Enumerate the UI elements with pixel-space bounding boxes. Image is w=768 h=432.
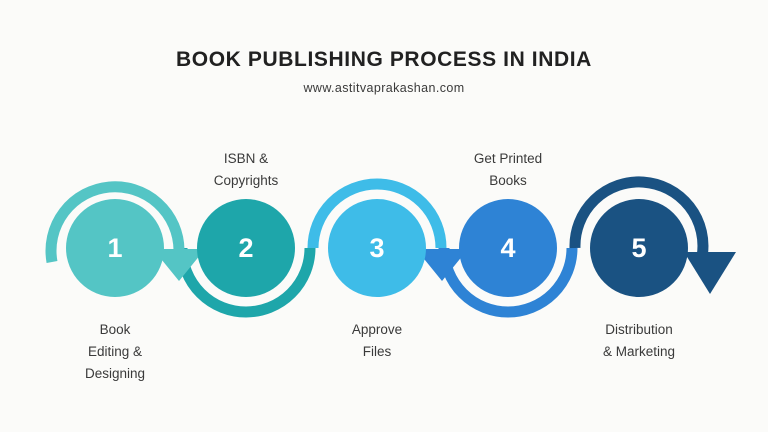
step-1-label-line: Designing	[84, 366, 146, 381]
down-arrowhead-step-3-to-4-icon	[416, 249, 468, 281]
step-1-number: 1	[107, 232, 123, 263]
step-3-circle: 3	[328, 199, 426, 297]
arc-over-step-3-icon	[307, 178, 447, 249]
header: BOOK PUBLISHING PROCESS IN INDIA www.ast…	[0, 48, 768, 95]
step-2-number: 2	[238, 232, 254, 263]
step-2-label-line: ISBN &	[223, 151, 269, 166]
step-1-label-line: Book	[99, 322, 131, 337]
step-1-label-line: Editing &	[87, 344, 143, 359]
step-3-label: Approve Files	[292, 319, 462, 363]
step-3-number: 3	[369, 232, 385, 263]
step-2-circle: 2	[197, 199, 295, 297]
step-5-label: Distribution & Marketing	[554, 319, 724, 363]
step-5-circle: 5	[590, 199, 688, 297]
down-arrowhead-step-1-to-2-icon	[153, 249, 205, 281]
arc-under-step-4-icon	[438, 247, 578, 318]
step-1-circle: 1	[66, 199, 164, 297]
arc-over-step-5-icon	[569, 176, 709, 258]
step-4-circle: 4	[459, 199, 557, 297]
step-2-label: ISBN & Copyrights	[161, 148, 331, 192]
step-4-label-line: Get Printed	[473, 151, 543, 166]
arc-over-step-1-icon	[45, 181, 185, 263]
step-3-label-line: Files	[362, 344, 392, 359]
step-1-label: Book Editing & Designing	[30, 319, 200, 385]
website-url: www.astitvaprakashan.com	[303, 81, 465, 95]
step-5-label-line: & Marketing	[602, 344, 676, 359]
step-2-label-line: Copyrights	[213, 173, 279, 188]
step-5-label-line: Distribution	[605, 322, 673, 337]
arc-under-step-2-icon	[176, 247, 316, 318]
step-3-label-line: Approve	[351, 322, 403, 337]
step-5-number: 5	[631, 232, 647, 263]
step-4-label: Get Printed Books	[423, 148, 593, 192]
step-4-label-line: Books	[489, 173, 527, 188]
step-4-number: 4	[500, 232, 516, 263]
page-title: BOOK PUBLISHING PROCESS IN INDIA	[176, 48, 592, 71]
down-arrowhead-after-step-5-icon	[684, 252, 736, 294]
